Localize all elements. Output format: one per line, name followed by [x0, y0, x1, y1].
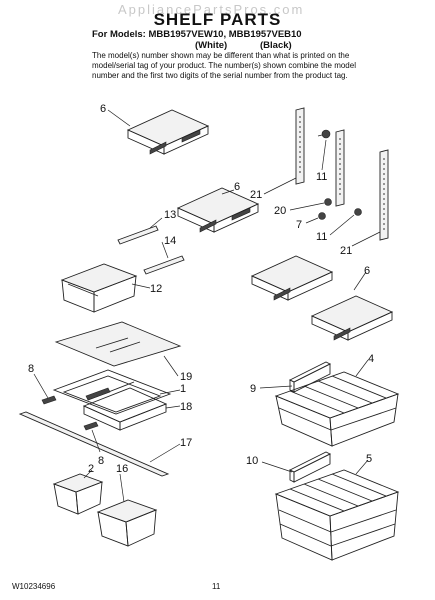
pan-part-2 [52, 473, 104, 515]
callout-18: 18 [180, 401, 192, 413]
callout-14: 14 [164, 235, 176, 247]
callout-2: 2 [88, 463, 94, 475]
callout-20: 20 [274, 205, 286, 217]
screw-part-7 [318, 212, 326, 220]
callout-13: 13 [164, 209, 176, 221]
callout-6: 6 [100, 103, 106, 115]
page-number: 11 [212, 582, 221, 591]
divider-part-10 [288, 451, 332, 483]
callout-21-b: 21 [340, 245, 352, 257]
shelf-rail-part-21-center [335, 129, 345, 207]
callout-11-b: 11 [316, 231, 327, 243]
screw-part-11-bottom [354, 208, 362, 216]
glass-shelf-part-6-right-b [310, 295, 394, 341]
shelf-rail-part-21-left [295, 107, 305, 185]
rail-part-14 [143, 255, 185, 275]
callout-1: 1 [180, 383, 186, 395]
callout-11: 11 [316, 171, 327, 183]
wire-basket-part-5 [274, 469, 400, 561]
callout-19: 19 [180, 371, 192, 383]
callout-4: 4 [368, 353, 374, 365]
callout-6-c: 6 [364, 265, 370, 277]
crisper-frame-part-1 [52, 369, 172, 415]
screw-part-11-top [317, 129, 331, 139]
callout-8-b: 8 [98, 455, 104, 467]
callout-17: 17 [180, 437, 192, 449]
callout-16: 16 [116, 463, 128, 475]
glass-shelf-part-6-top [126, 109, 210, 155]
model-color-white: (White) [195, 40, 228, 51]
screw-part-20 [324, 198, 332, 206]
callout-6-b: 6 [234, 181, 240, 193]
document-number: W10234696 [12, 582, 56, 591]
callout-8: 8 [28, 363, 34, 375]
glass-shelf-part-6-right-a [250, 255, 334, 301]
clip-part-8-left [41, 395, 57, 405]
callout-10: 10 [246, 455, 258, 467]
divider-part-9 [288, 361, 332, 393]
clip-part-8-center [83, 421, 99, 431]
glass-cover-part-19 [54, 321, 182, 367]
callout-12: 12 [150, 283, 162, 295]
glass-shelf-part-6-mid [176, 187, 260, 233]
page-title: SHELF PARTS [153, 10, 282, 29]
rail-part-17 [18, 411, 170, 477]
exploded-parts-diagram: 6 6 11 21 [18, 103, 400, 561]
callout-7: 7 [296, 219, 302, 231]
rail-part-13 [117, 225, 159, 245]
models-line: For Models: MBB1957VEW10, MBB1957VEB10 [92, 29, 302, 40]
crisper-frame-part-18 [82, 387, 168, 431]
callout-9: 9 [250, 383, 256, 395]
callout-5: 5 [366, 453, 372, 465]
model-color-black: (Black) [260, 40, 292, 51]
model-number-note: The model(s) number shown may be differe… [92, 51, 356, 80]
watermark: AppliancePartsPros.com [118, 2, 305, 17]
wire-basket-part-4 [274, 371, 400, 447]
shelf-rail-part-21-right [379, 149, 389, 241]
pan-part-16 [96, 499, 158, 547]
crisper-drawer-part-12 [60, 263, 138, 313]
callout-21: 21 [250, 189, 262, 201]
